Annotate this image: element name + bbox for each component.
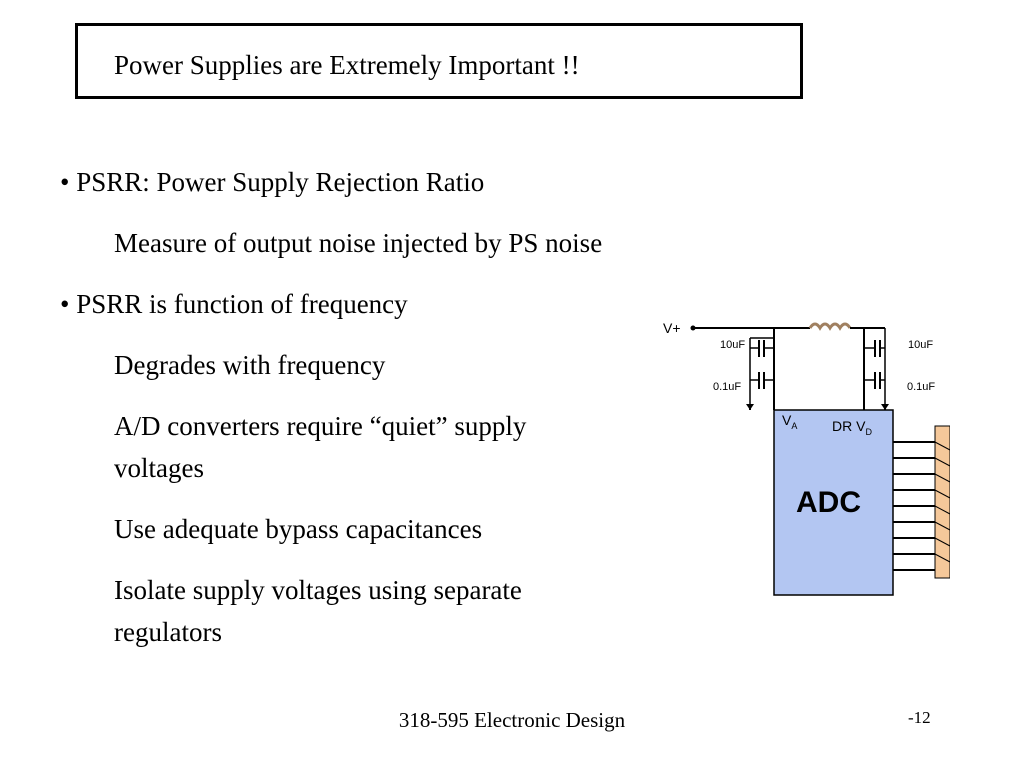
vplus-terminal [690, 325, 696, 331]
pin-va-label: VA [782, 412, 797, 431]
bullet-text: PSRR: Power Supply Rejection Ratio [76, 167, 485, 197]
adc-bypass-circuit: V+ 10uF 0.1uF 10uF 0.1uF VA DR VD ADC [663, 320, 950, 596]
pin-dr-vd-label: DR VD [832, 418, 872, 437]
sub-item-quiet-supply: A/D converters require “quiet” supply [114, 411, 527, 441]
sub-item-isolate: Isolate supply voltages using separate [114, 575, 522, 605]
bullet-text: PSRR is function of frequency [76, 289, 408, 319]
page-number: -12 [908, 708, 931, 727]
adc-label: ADC [796, 486, 861, 519]
connector-pins [934, 441, 950, 563]
adc-chip [773, 409, 894, 596]
vplus-label: V+ [663, 320, 681, 336]
title-box: Power Supplies are Extremely Important !… [75, 23, 803, 99]
inductor [808, 322, 852, 331]
ground-symbol [881, 404, 889, 410]
sub-item-bypass: Use adequate bypass capacitances [114, 514, 483, 544]
sub-item-degrades: Degrades with frequency [114, 350, 386, 380]
sub-item-isolate-cont: regulators [114, 617, 222, 647]
sub-item-measure: Measure of output noise injected by PS n… [114, 228, 603, 258]
sub-item-quiet-supply-cont: voltages [114, 453, 204, 483]
ground-symbol [746, 404, 754, 410]
bullet-frequency: • PSRR is function of frequency [60, 287, 408, 321]
cap-10uf-left-label: 10uF [720, 339, 745, 351]
footer-course: 318-595 Electronic Design [398, 708, 626, 732]
data-output-lines [893, 441, 940, 571]
cap-10uf-right-label: 10uF [908, 339, 933, 351]
slide-title: Power Supplies are Extremely Important !… [114, 50, 580, 80]
bullet-marker: • [60, 289, 70, 319]
bullet-psrr: • PSRR: Power Supply Rejection Ratio [60, 165, 484, 199]
cap-0-1uf-left-label: 0.1uF [713, 381, 741, 393]
bullet-marker: • [60, 167, 70, 197]
cap-0-1uf-right-label: 0.1uF [907, 381, 935, 393]
